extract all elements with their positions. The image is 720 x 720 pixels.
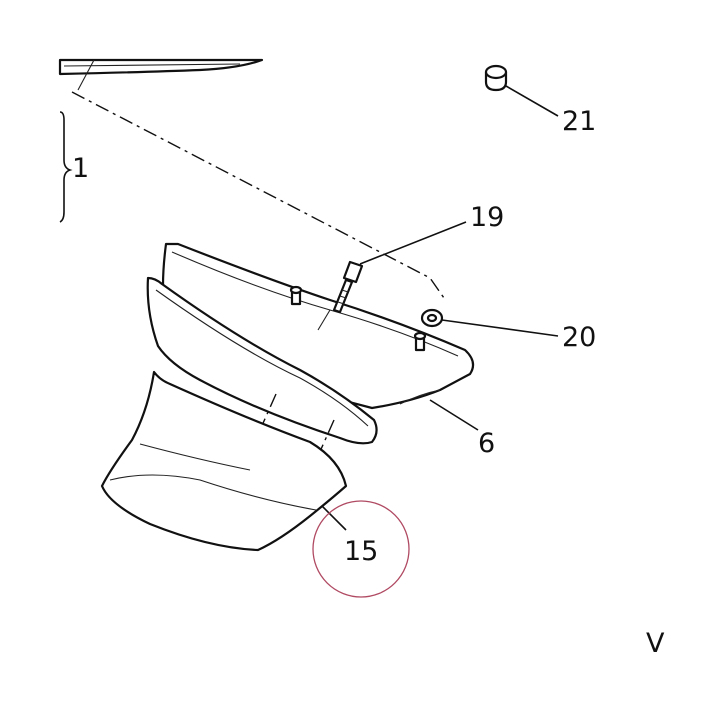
housing-fragment <box>58 58 264 91</box>
leader-21 <box>505 85 559 117</box>
assembly-line <box>71 91 445 299</box>
highlight-circle <box>312 500 410 598</box>
leader-6 <box>429 399 479 431</box>
edge-letter: V <box>646 628 665 659</box>
screw-19 <box>332 260 364 314</box>
leader-15 <box>321 505 347 531</box>
bracket-1 <box>59 111 73 223</box>
callout-19: 19 <box>470 202 504 233</box>
reflector-15 <box>100 370 348 552</box>
stud-right <box>413 331 427 352</box>
lens-plate <box>146 276 378 445</box>
cap-21 <box>484 64 508 92</box>
washer-20 <box>420 308 444 328</box>
stud-left <box>289 285 303 306</box>
callout-15: 15 <box>344 536 378 567</box>
callout-20: 20 <box>562 322 596 353</box>
callout-1: 1 <box>72 153 89 184</box>
leader-19 <box>359 221 467 265</box>
leader-20 <box>441 319 559 337</box>
callout-6: 6 <box>478 428 495 459</box>
callout-21: 21 <box>562 106 596 137</box>
